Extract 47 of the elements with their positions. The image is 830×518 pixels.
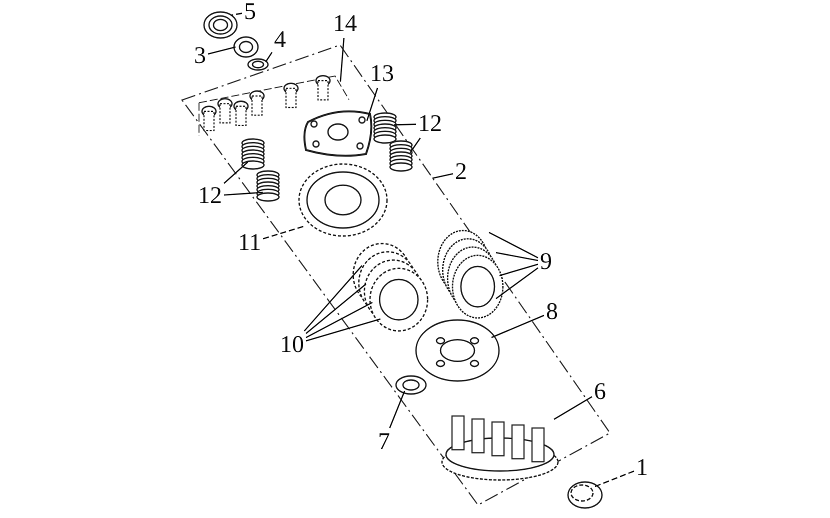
washer-drawing [247, 58, 269, 71]
bearing-drawing [203, 11, 238, 39]
callout-number: 10 [280, 333, 304, 357]
spring-drawing [372, 112, 398, 144]
callout-number: 12 [418, 112, 442, 136]
leader-line [304, 265, 362, 332]
leader-line [394, 124, 416, 126]
leader-line [554, 396, 592, 420]
leader-line [262, 225, 306, 240]
leader-line [491, 314, 544, 338]
callout-number: 7 [378, 430, 390, 454]
leader-line [496, 252, 538, 262]
leader-line [265, 52, 273, 62]
leader-line [306, 284, 366, 334]
leader-line [224, 192, 263, 196]
washer-drawing [395, 375, 427, 395]
callout-number: 5 [244, 0, 256, 24]
leader-line [499, 264, 538, 276]
spring-drawing [388, 140, 414, 172]
callout-number: 4 [274, 28, 286, 52]
leader-line [306, 302, 373, 338]
callout-number: 9 [540, 250, 552, 274]
callout-number: 1 [636, 456, 648, 480]
callout-number: 12 [198, 184, 222, 208]
pressure-plate-drawing [415, 318, 500, 383]
spring-drawing [240, 138, 266, 170]
callout-number: 2 [455, 160, 467, 184]
leader-line [306, 318, 381, 342]
leader-line [224, 162, 248, 184]
leader-line [340, 38, 345, 82]
leader-line [410, 138, 421, 154]
callout-number: 6 [594, 380, 606, 404]
leader-line [594, 470, 634, 488]
callout-number: 13 [370, 62, 394, 86]
leader-line [208, 46, 236, 55]
spring-drawing [255, 170, 281, 202]
nut-drawing [233, 36, 259, 58]
callout-number: 3 [194, 44, 206, 68]
leader-line [432, 173, 454, 179]
leader-line [488, 232, 538, 258]
callout-number: 14 [333, 12, 357, 36]
callout-number: 11 [238, 231, 262, 255]
leader-line [230, 12, 242, 16]
leader-line [366, 88, 378, 121]
callout-number: 8 [546, 300, 558, 324]
clutch-hub-drawing [298, 163, 388, 237]
leader-line [389, 390, 406, 428]
